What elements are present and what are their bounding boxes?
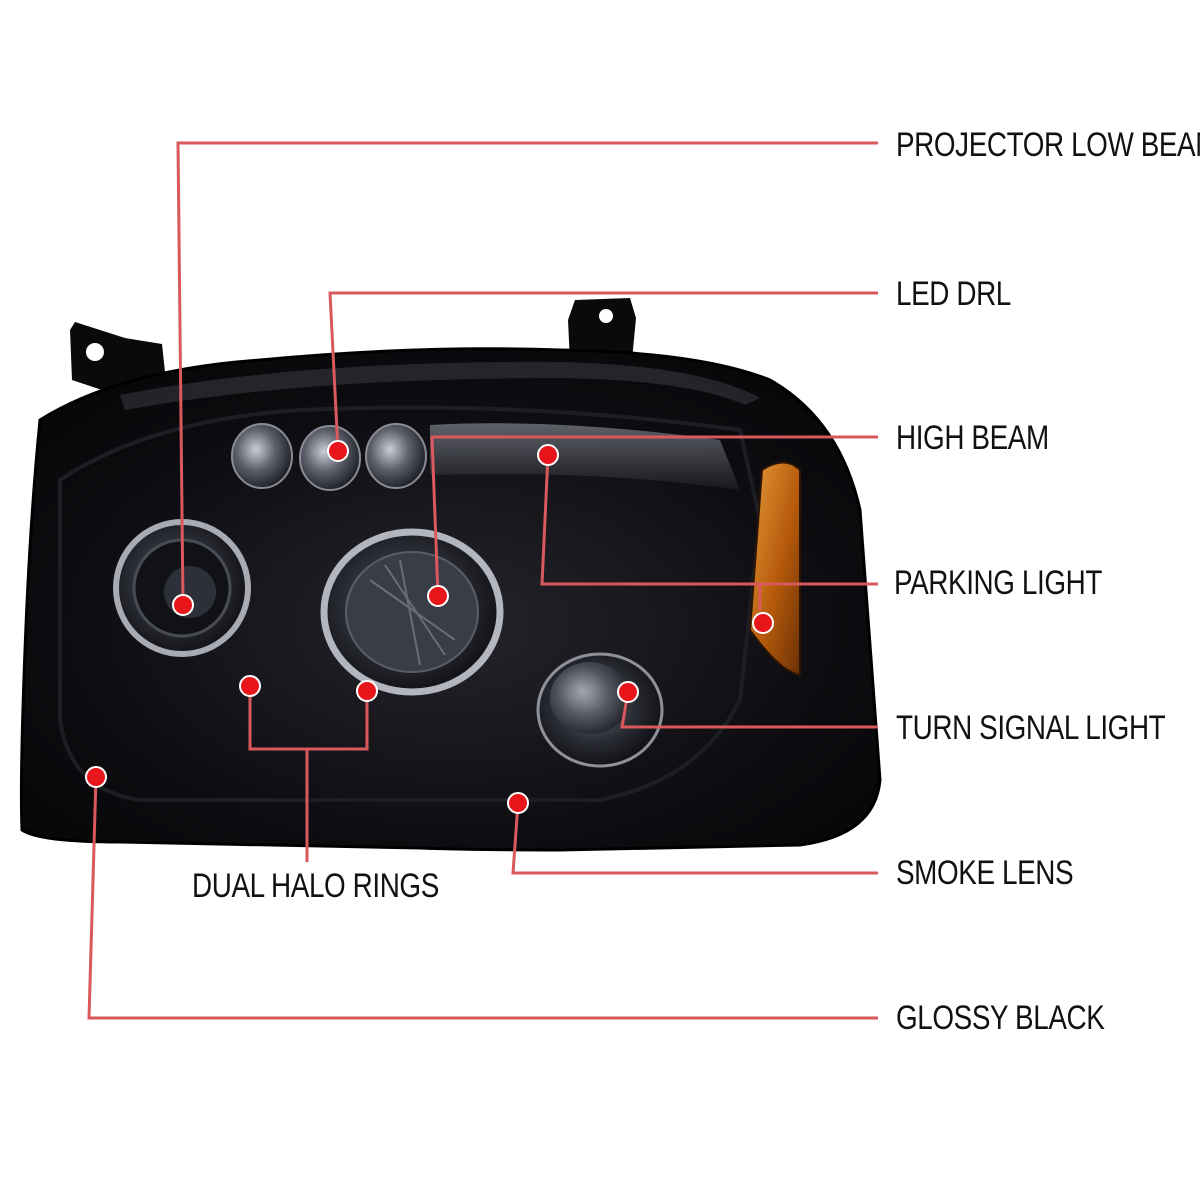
inner-bezel (58, 405, 763, 802)
mounting-bracket-left (70, 322, 165, 392)
marker-led-drl (327, 440, 349, 462)
label-projector-low-beam: PROJECTOR LOW BEAM (896, 126, 1200, 164)
label-parking-light: PARKING LIGHT (894, 564, 1102, 602)
label-smoke-lens: SMOKE LENS (896, 854, 1074, 892)
marker-halo-right (356, 680, 378, 702)
leader-high-beam (430, 435, 878, 597)
label-dual-halo-rings: DUAL HALO RINGS (192, 867, 439, 905)
label-led-drl: LED DRL (896, 275, 1011, 313)
mounting-bracket-right (568, 298, 636, 362)
marker-amber-reflector (752, 612, 774, 634)
parking-light-strip (430, 423, 740, 490)
leader-led-drl (328, 291, 878, 452)
label-high-beam: HIGH BEAM (896, 419, 1049, 457)
housing-top-trim (120, 361, 760, 410)
leader-glossy-black (87, 776, 878, 1020)
marker-glossy-black (85, 766, 107, 788)
marker-turn-signal (617, 681, 639, 703)
turn-signal-reflector (536, 652, 664, 768)
marker-high-beam (427, 585, 449, 607)
leader-parking-light (540, 454, 878, 586)
leader-smoke-lens (511, 802, 878, 875)
leader-turn-signal (620, 691, 878, 729)
marker-smoke-lens (507, 792, 529, 814)
marker-projector-low-beam (172, 594, 194, 616)
leader-projector-low-beam (176, 141, 878, 606)
marker-parking-light (537, 444, 559, 466)
marker-halo-left (239, 675, 261, 697)
label-glossy-black: GLOSSY BLACK (896, 999, 1105, 1037)
label-turn-signal-light: TURN SIGNAL LIGHT (896, 709, 1166, 747)
high-beam-reflector (320, 528, 504, 696)
